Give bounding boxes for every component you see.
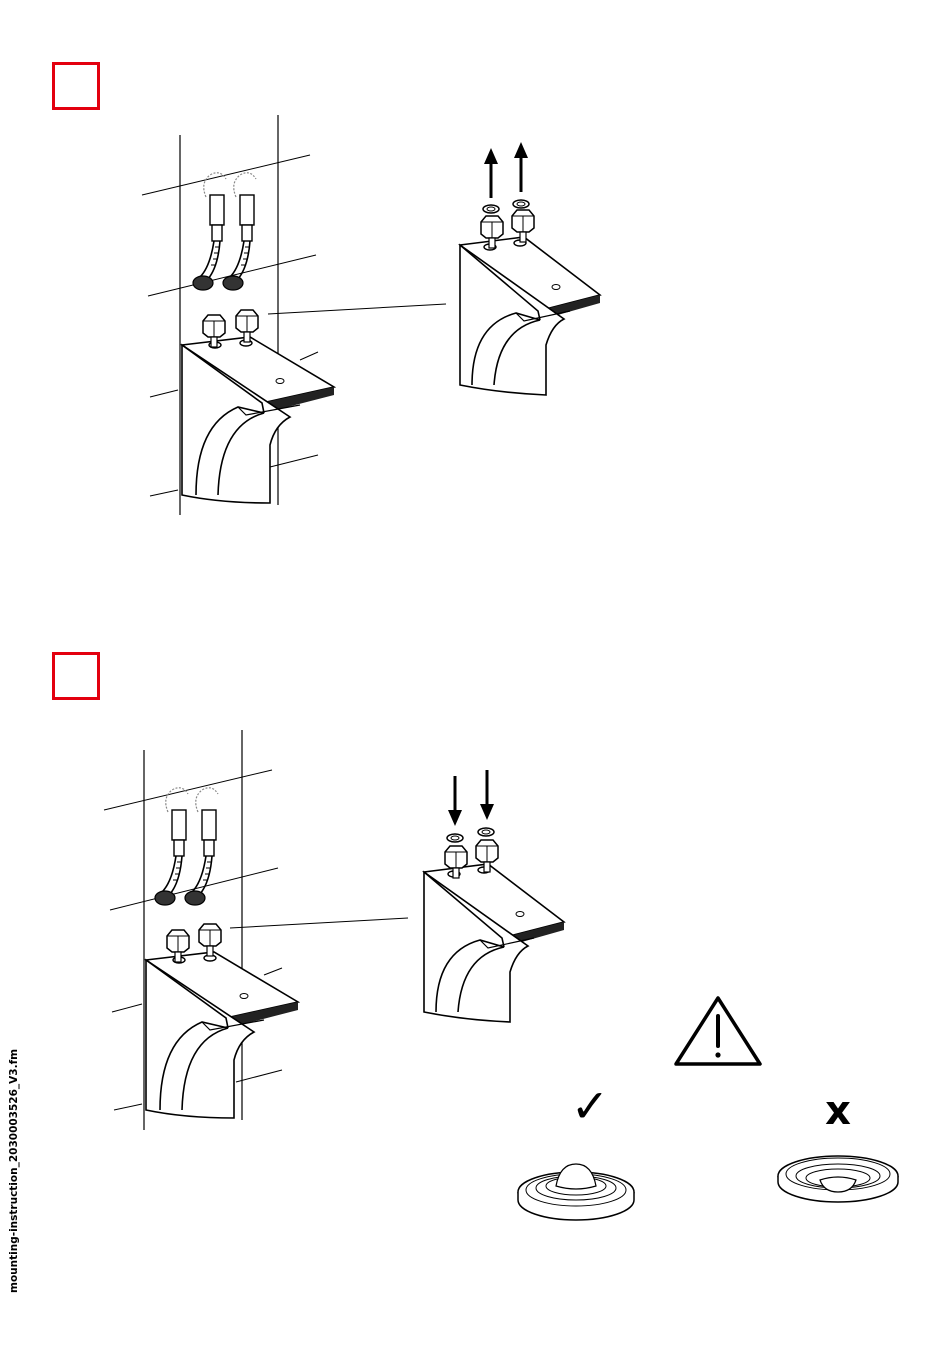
incorrect-washer [778,1156,898,1202]
arrow-up-icon [484,148,498,198]
arrow-down-icon [480,770,494,820]
step-2-faucet-drawing [104,730,408,1130]
step-2-detail [424,770,564,1022]
step-1-detail [460,142,600,395]
x-mark-icon: x [825,1088,851,1134]
check-mark-icon: ✓ [571,1079,610,1133]
arrow-up-icon [514,142,528,192]
warning-triangle-icon [676,998,760,1064]
sidebar-filename: mounting-instruction_2030003526_V3.fm [8,1063,24,1293]
correct-washer [518,1164,634,1220]
step-1-faucet-drawing [142,115,446,515]
arrow-down-icon [448,776,462,826]
